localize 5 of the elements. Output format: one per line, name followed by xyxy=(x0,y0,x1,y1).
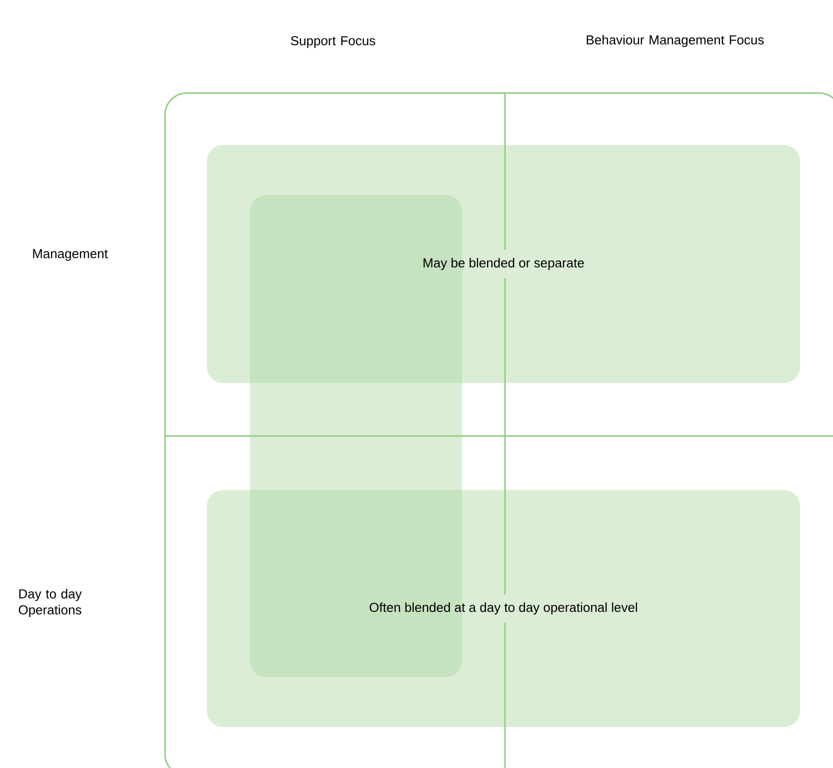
row-heading: Day to day Operations xyxy=(18,588,82,618)
shaded-band: Often blended at a day to day operational level xyxy=(207,436,800,727)
column-heading: Behaviour Management Focus xyxy=(586,34,764,48)
column-heading: Support Focus xyxy=(290,36,376,48)
row-heading: Management xyxy=(33,249,108,261)
